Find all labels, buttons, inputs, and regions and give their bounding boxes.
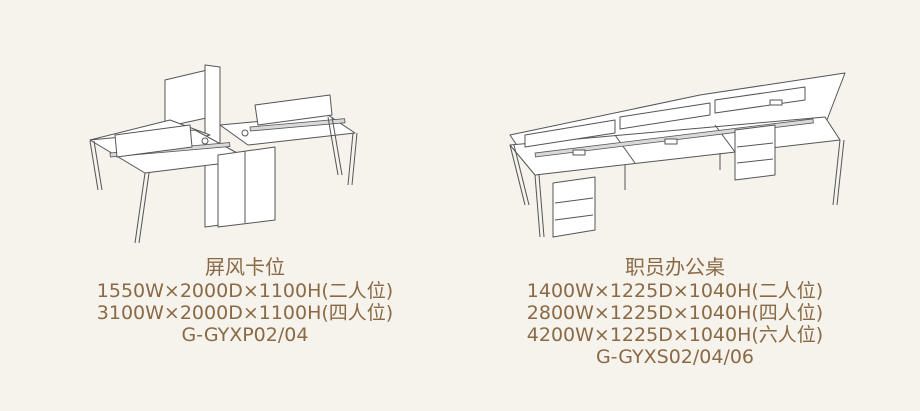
screen-workstation-drawing bbox=[89, 64, 358, 244]
caption-screen-workstation: 屏风卡位 1550W×2000D×1100H(二人位) 3100W×2000D×… bbox=[70, 256, 420, 346]
model-code: G-GYXP02/04 bbox=[181, 324, 309, 346]
spec-line: 1400W×1225D×1040H(二人位) bbox=[526, 280, 824, 302]
spec-line: 4200W×1225D×1040H(六人位) bbox=[526, 324, 824, 346]
spec-line: 3100W×2000D×1100H(四人位) bbox=[96, 302, 394, 324]
product-title: 屏风卡位 bbox=[205, 255, 285, 279]
model-code: G-GYXS02/04/06 bbox=[595, 346, 755, 368]
caption-staff-desk: 职员办公桌 1400W×1225D×1040H(二人位) 2800W×1225D… bbox=[495, 256, 855, 368]
product-title: 职员办公桌 bbox=[625, 255, 725, 279]
spec-line: 2800W×1225D×1040H(四人位) bbox=[526, 302, 824, 324]
staff-desk-drawing bbox=[509, 72, 846, 238]
spec-line: 1550W×2000D×1100H(二人位) bbox=[96, 280, 394, 302]
